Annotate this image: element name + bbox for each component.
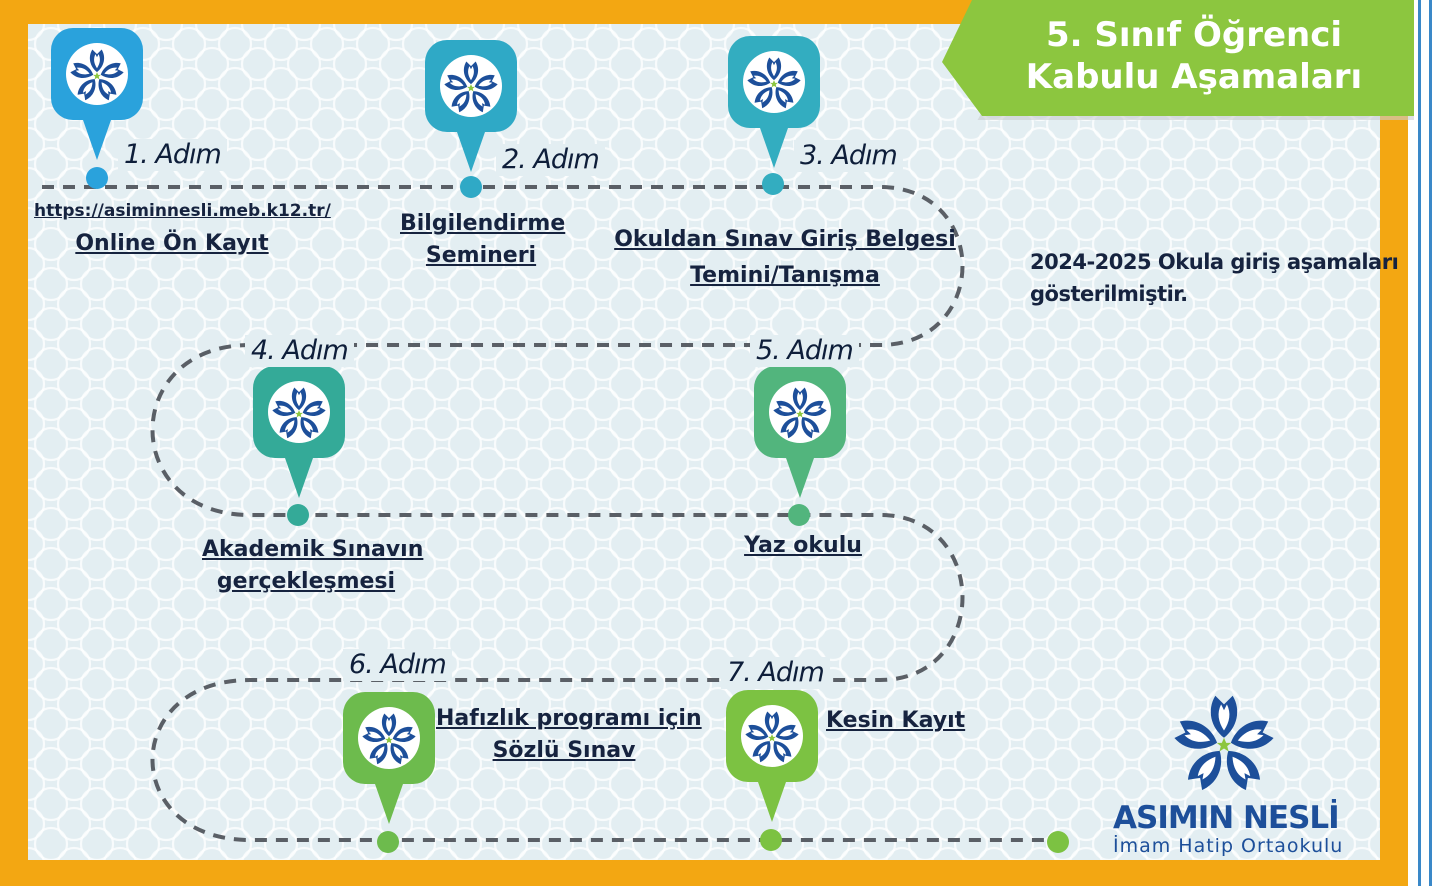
- step-3-caption-line: Temini/Tanışma: [690, 263, 880, 288]
- step-5-label: 5. Adım: [750, 335, 859, 367]
- step-7-marker: [760, 829, 782, 851]
- step-5-marker: [788, 504, 810, 526]
- step-4-marker: [287, 504, 309, 526]
- step-1-caption-line: Online Ön Kayıt: [75, 231, 269, 256]
- step-7-caption-line: Kesin Kayıt: [826, 708, 966, 733]
- info-line2: gösterilmiştir.: [1030, 282, 1188, 306]
- step-4-caption-line: Akademik Sınavın: [202, 537, 424, 562]
- step-4-label: 4. Adım: [245, 335, 354, 367]
- school-website-link[interactable]: https://asiminnesli.meb.k12.tr/: [34, 201, 331, 221]
- step-5-caption: Yaz okulu: [740, 530, 866, 562]
- asimin-nesli-flower-logo-icon: [1174, 695, 1274, 790]
- step-4-caption-line: gerçekleşmesi: [216, 569, 396, 594]
- step-3-label: 3. Adım: [794, 140, 903, 172]
- step-2-label: 2. Adım: [496, 144, 605, 176]
- step-2-marker: [460, 176, 482, 198]
- step-3-marker: [762, 173, 784, 195]
- step-1-label: 1. Adım: [118, 139, 227, 171]
- step-7-pin-icon: [726, 690, 818, 830]
- step-1-caption: https://asiminnesli.meb.k12.tr/ Online Ö…: [34, 200, 331, 260]
- title-banner: [942, 0, 1414, 120]
- info-line1: 2024-2025 Okula giriş aşamaları: [1030, 250, 1399, 274]
- step-6-pin-icon: [343, 692, 435, 832]
- step-1-marker: [86, 167, 108, 189]
- step-1-pin-icon: [51, 28, 143, 168]
- right-divider: [1429, 0, 1432, 886]
- step-2-caption-line: Bilgilendirme: [400, 211, 566, 236]
- logo-subtitle: İmam Hatip Ortaokulu: [1113, 835, 1344, 857]
- step-2-caption-line: Semineri: [425, 243, 537, 268]
- right-divider: [1418, 0, 1421, 886]
- step-7-label: 7. Adım: [721, 657, 830, 689]
- step-3-caption: Okuldan Sınav Giriş Belgesi Temini/Tanış…: [610, 222, 960, 294]
- step-5-pin-icon: [754, 366, 846, 506]
- step-6-marker: [377, 831, 399, 853]
- step-4-caption: Akademik Sınavın gerçekleşmesi: [202, 534, 424, 598]
- logo-name: ASIMIN NESLİ: [1113, 800, 1340, 836]
- step-5-caption-line: Yaz okulu: [744, 533, 862, 558]
- step-7-caption: Kesin Kayıt: [826, 705, 966, 737]
- banner-title-line2: Kabulu Aşamaları: [1025, 57, 1363, 97]
- step-4-pin-icon: [253, 366, 345, 506]
- step-3-caption-line: Okuldan Sınav Giriş Belgesi: [614, 227, 956, 252]
- step-6-caption-line: Sözlü Sınav: [492, 738, 636, 763]
- path-end-marker: [1047, 831, 1069, 853]
- step-2-pin-icon: [425, 40, 517, 180]
- banner-title: 5. Sınıf Öğrenci Kabulu Aşamaları: [975, 14, 1413, 98]
- step-2-caption: Bilgilendirme Semineri: [400, 208, 566, 272]
- step-6-label: 6. Adım: [343, 649, 452, 681]
- step-3-pin-icon: [728, 36, 820, 176]
- step-6-caption: Hafızlık programı için Sözlü Sınav: [436, 703, 702, 767]
- banner-title-line1: 5. Sınıf Öğrenci: [1045, 15, 1343, 55]
- info-text: 2024-2025 Okula giriş aşamaları gösteril…: [1030, 246, 1399, 310]
- step-6-caption-line: Hafızlık programı için: [436, 706, 702, 731]
